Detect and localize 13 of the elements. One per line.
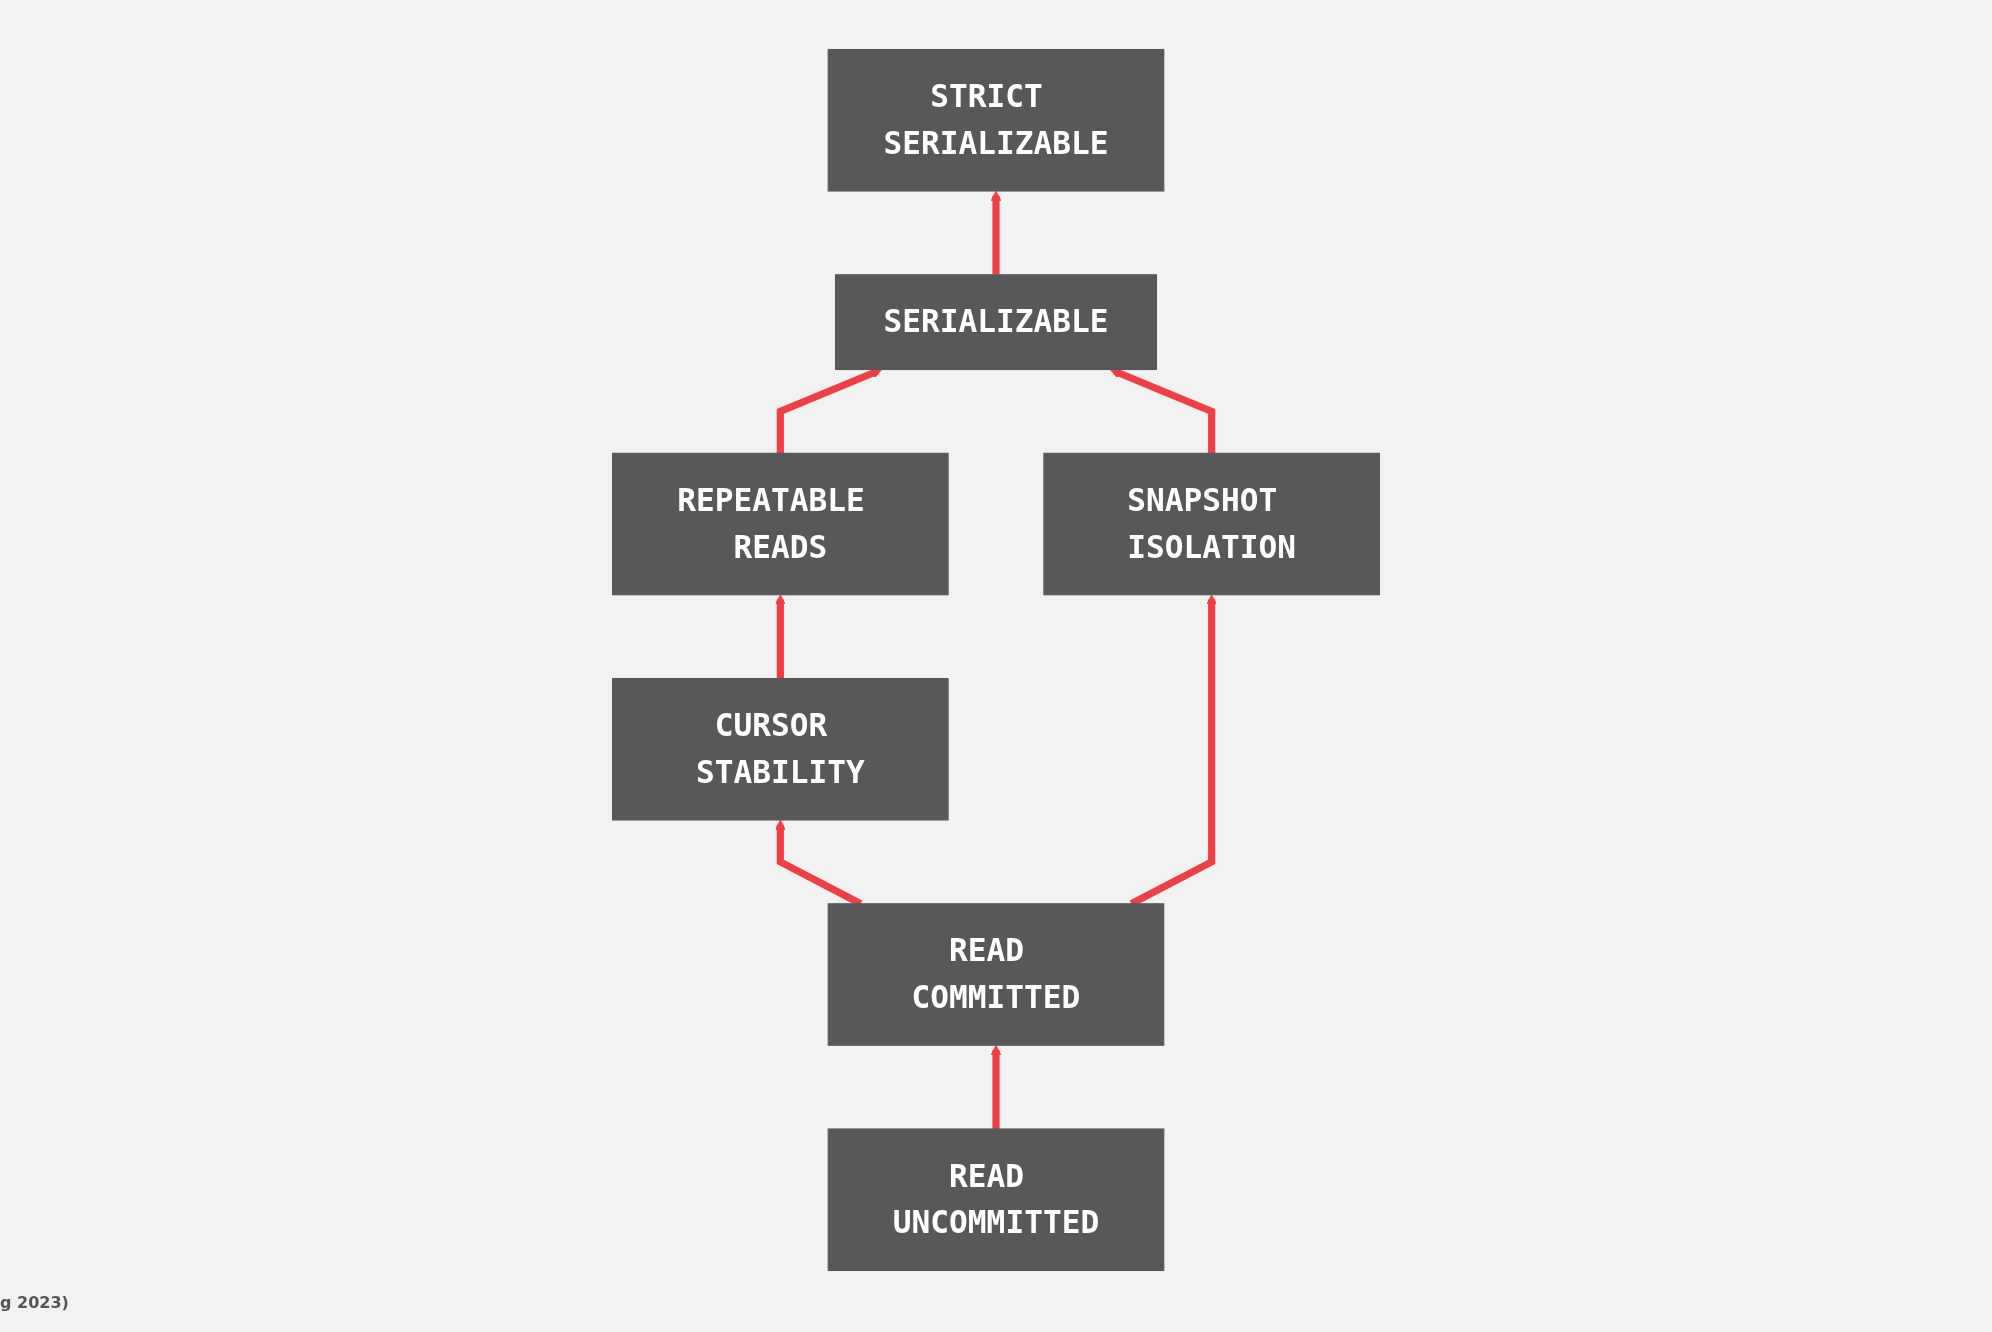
arrow [990, 1044, 1002, 1130]
arrow [990, 190, 1002, 275]
node-box: CURSOR STABILITY [612, 677, 949, 821]
note-text: g 2023) [0, 1293, 69, 1312]
node-box: READ COMMITTED [827, 903, 1165, 1046]
arrow [776, 368, 883, 454]
arrow [1109, 368, 1216, 454]
node-box: STRICT SERIALIZABLE [827, 49, 1165, 192]
node-box: SNAPSHOT ISOLATION [1043, 452, 1380, 596]
node-box: SERIALIZABLE [834, 274, 1158, 371]
arrow [775, 594, 786, 679]
node-box: READ UNCOMMITTED [827, 1128, 1165, 1271]
node-box: REPEATABLE READS [612, 452, 949, 596]
